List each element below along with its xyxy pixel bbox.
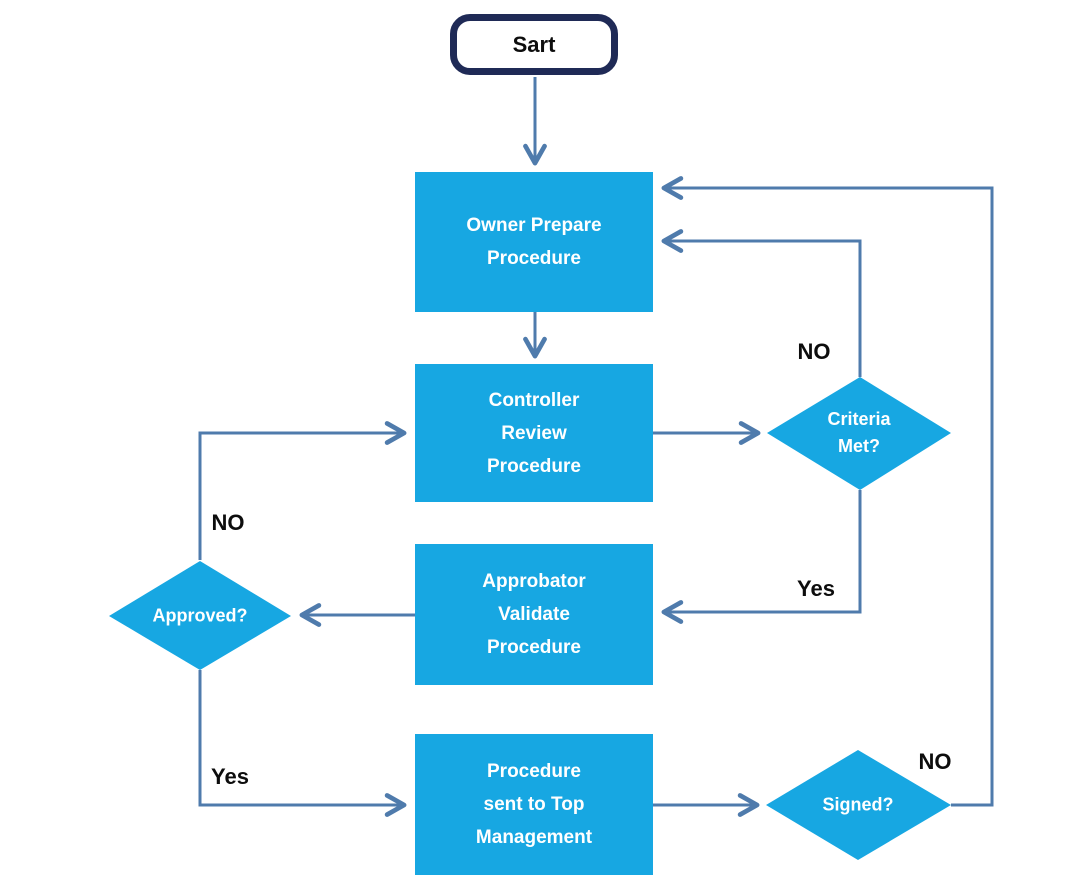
decision-label-criteria-met: Criteria Met? — [827, 409, 891, 456]
edge-label-approved-no: NO — [211, 510, 245, 535]
node-approbator-validate-procedure: Approbator Validate Procedure — [415, 544, 653, 685]
decision-label-approved: Approved? — [152, 605, 248, 626]
edge-label-criteria-yes: Yes — [797, 576, 835, 601]
node-start: Sart — [450, 14, 618, 75]
edge-label-criteria-no: NO — [797, 339, 831, 364]
node-approbator-validate-procedure-label: Approbator Validate Procedure — [482, 571, 586, 658]
edge-signed-no-to-owner — [661, 176, 994, 807]
node-start-label: Sart — [512, 31, 556, 57]
edge-approved-yes-to-procedure — [198, 670, 407, 817]
edge-label-signed-no: NO — [918, 749, 952, 774]
decision-shape-signed — [766, 750, 951, 860]
decision-shape-approved — [109, 561, 291, 670]
edge-approved-no-to-controller — [198, 421, 407, 560]
decision-label-signed: Signed? — [822, 794, 894, 815]
node-owner-prepare-procedure-label: Owner Prepare Procedure — [466, 215, 602, 269]
edge-criteria-yes-to-approbator — [661, 490, 862, 624]
node-controller-review-procedure-label: Controller Review Procedure — [487, 389, 581, 477]
edge-criteria-no-to-owner — [661, 229, 862, 377]
node-controller-review-procedure: Controller Review Procedure — [415, 364, 653, 502]
node-owner-prepare-procedure: Owner Prepare Procedure — [415, 172, 653, 312]
node-procedure-sent-to-top-management-label: Procedure sent to Top Management — [475, 761, 593, 848]
node-procedure-sent-to-top-management: Procedure sent to Top Management — [415, 734, 653, 875]
edge-label-approved-yes: Yes — [211, 764, 249, 789]
decision-shape-criteria-met — [767, 377, 951, 490]
